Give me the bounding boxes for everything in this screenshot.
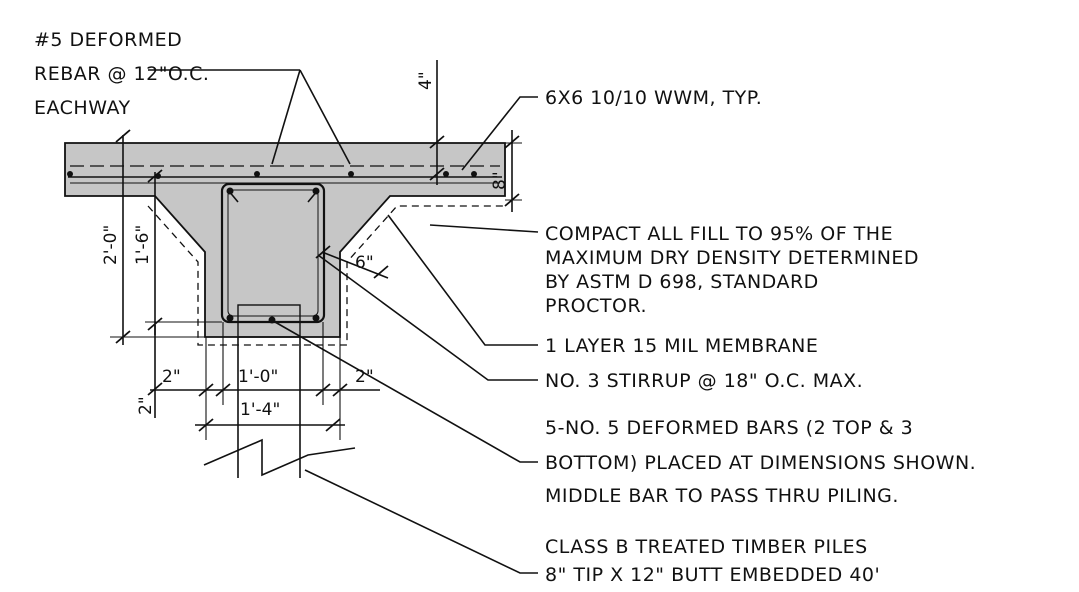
dim-label-beam-width: 1'-0" [238,367,278,387]
stirrup-inner [227,189,319,317]
dim-tick [429,135,445,149]
leader-piles [304,469,538,574]
dim-tick [115,129,131,143]
leader-fill [429,224,539,233]
fill-note-line-1: COMPACT ALL FILL TO 95% OF THE [545,223,893,245]
dim-tick [315,245,331,259]
leader-bars [274,321,538,463]
dim-label-side-left: 2" [162,367,181,387]
fill-note-line-4: PROCTOR. [545,295,647,317]
wwm-note: 6X6 10/10 WWM, TYP. [545,87,762,109]
rebar-note-line-3: EACHWAY [34,97,131,119]
dim-label-overall-width: 1'-4" [240,400,280,420]
slab-rebar-dot [348,171,354,177]
top-bar [312,187,320,195]
dim-tick [373,265,389,279]
leader-wwm [461,96,538,171]
slab-rebar-dot [254,171,260,177]
top-bar [226,187,234,195]
dim-tick [325,418,341,432]
bars-note-line-1: 5-NO. 5 DEFORMED BARS (2 TOP & 3 [545,417,913,439]
membrane-note: 1 LAYER 15 MIL MEMBRANE [545,335,818,357]
dim-tick [429,167,445,181]
leader-rebar [299,69,351,165]
dim-label-side-right: 2" [355,367,374,387]
dim-label-6: 6" [355,253,374,273]
leader-stirrup [317,254,538,381]
dim-line-6 [321,251,389,279]
fill-note-line-3: BY ASTM D 698, STANDARD [545,271,819,293]
leader-rebar [271,69,301,165]
piles-note-line-2: 8" TIP X 12" BUTT EMBEDDED 40' [545,564,880,586]
bars-note-line-3: MIDDLE BAR TO PASS THRU PILING. [545,485,899,507]
dim-tick [147,169,163,183]
bottom-bar [268,316,276,324]
dim-label-1-6: 1'-6" [133,225,153,265]
dim-label-8: 8" [490,171,510,190]
dim-tick [147,317,163,331]
fill-note-line-2: MAXIMUM DRY DENSITY DETERMINED [545,247,919,269]
bars-note-line-2: BOTTOM) PLACED AT DIMENSIONS SHOWN. [545,452,976,474]
leader-membrane [387,214,538,346]
pile-embed [237,304,301,338]
slab-rebar-dot [443,171,449,177]
piles-note-line-1: CLASS B TREATED TIMBER PILES [545,536,868,558]
dim-tick [147,382,163,396]
dim-label-bottom-cover: 2" [136,396,156,415]
rebar-note-line-2: REBAR @ 12"O.C. [34,63,209,85]
dim-label-4: 4" [416,71,436,90]
dim-label-2-0: 2'-0" [101,225,121,265]
slab-rebar-dot [67,171,73,177]
dim-tick [504,135,520,149]
bottom-bar [312,314,320,322]
stirrup-note: NO. 3 STIRRUP @ 18" O.C. MAX. [545,370,863,392]
bottom-bar [226,314,234,322]
membrane-line [147,205,505,346]
pile-break-line [203,438,356,477]
slab-rebar-dot [471,171,477,177]
rebar-note-line-1: #5 DEFORMED [34,29,182,51]
